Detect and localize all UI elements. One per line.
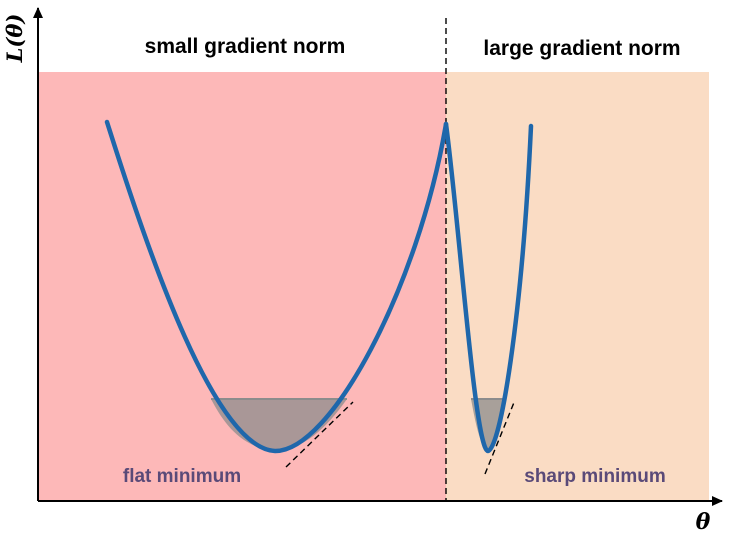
flat-minimum-label: flat minimum bbox=[123, 466, 241, 487]
x-axis-label: θ bbox=[696, 509, 711, 535]
sharp-tangent-line bbox=[484, 399, 516, 475]
flat-minimum-curve bbox=[104, 119, 449, 454]
flat-tangent-line bbox=[285, 401, 354, 468]
y-axis-label: L(θ) bbox=[2, 14, 27, 64]
sharp-minimum-label: sharp minimum bbox=[524, 466, 665, 487]
sharp-minimum-curve bbox=[443, 121, 534, 454]
small-gradient-title: small gradient norm bbox=[145, 35, 346, 58]
large-gradient-title: large gradient norm bbox=[483, 37, 680, 60]
